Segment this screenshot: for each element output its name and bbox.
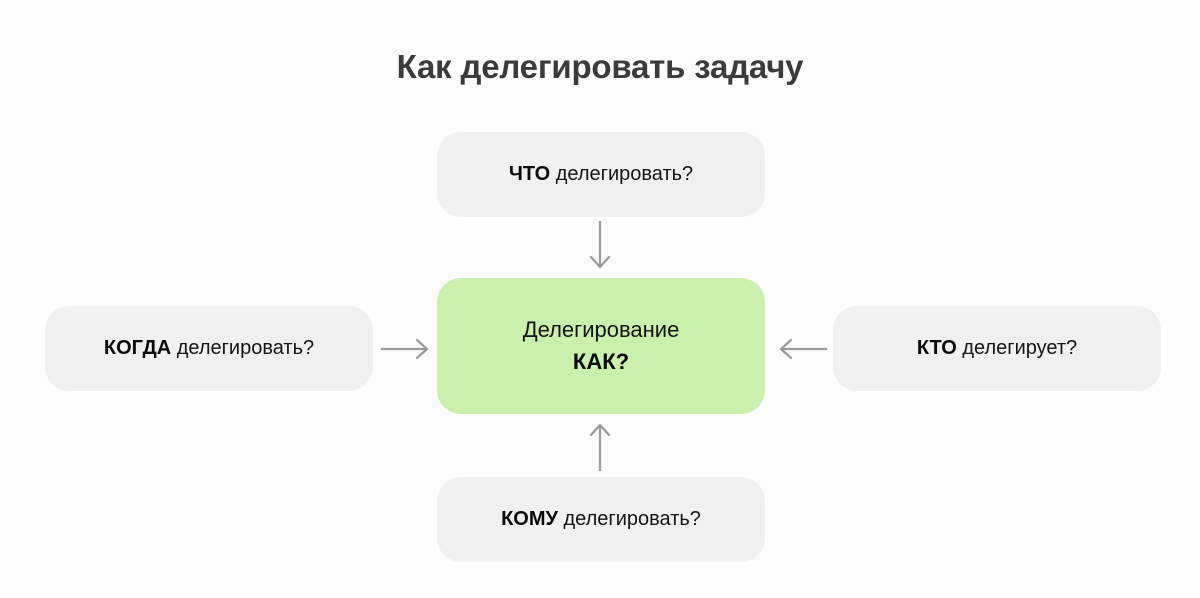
node-what: ЧТО делегировать? <box>437 132 765 217</box>
node-when-emphasis: КОГДА <box>103 336 172 359</box>
node-when-rest: делегировать? <box>171 336 315 359</box>
node-who: КТО делегирует? <box>833 306 1161 391</box>
node-center-label: Делегирование КАК? <box>523 314 680 378</box>
node-who-emphasis: КТО <box>916 336 957 359</box>
arrow-down-icon <box>589 221 611 269</box>
node-what-emphasis: ЧТО <box>508 162 551 185</box>
arrow-left-icon <box>779 338 827 360</box>
page-title: Как делегировать задачу <box>396 48 804 85</box>
node-center-delegation: Делегирование КАК? <box>437 278 765 414</box>
node-center-line1: Делегирование <box>522 317 680 343</box>
node-when: КОГДА делегировать? <box>45 306 373 391</box>
node-who-rest: делегирует? <box>956 336 1078 359</box>
node-whom-label: КОМУ делегировать? <box>501 506 701 534</box>
node-whom: КОМУ делегировать? <box>437 477 765 562</box>
node-what-label: ЧТО делегировать? <box>509 161 693 189</box>
node-whom-rest: делегировать? <box>557 507 701 530</box>
node-center-line2: КАК? <box>572 349 630 374</box>
node-whom-emphasis: КОМУ <box>501 507 558 530</box>
node-when-label: КОГДА делегировать? <box>104 335 314 363</box>
node-what-rest: делегировать? <box>550 162 694 185</box>
arrow-right-icon <box>381 338 429 360</box>
arrow-up-icon <box>589 423 611 471</box>
node-who-label: КТО делегирует? <box>917 335 1077 363</box>
